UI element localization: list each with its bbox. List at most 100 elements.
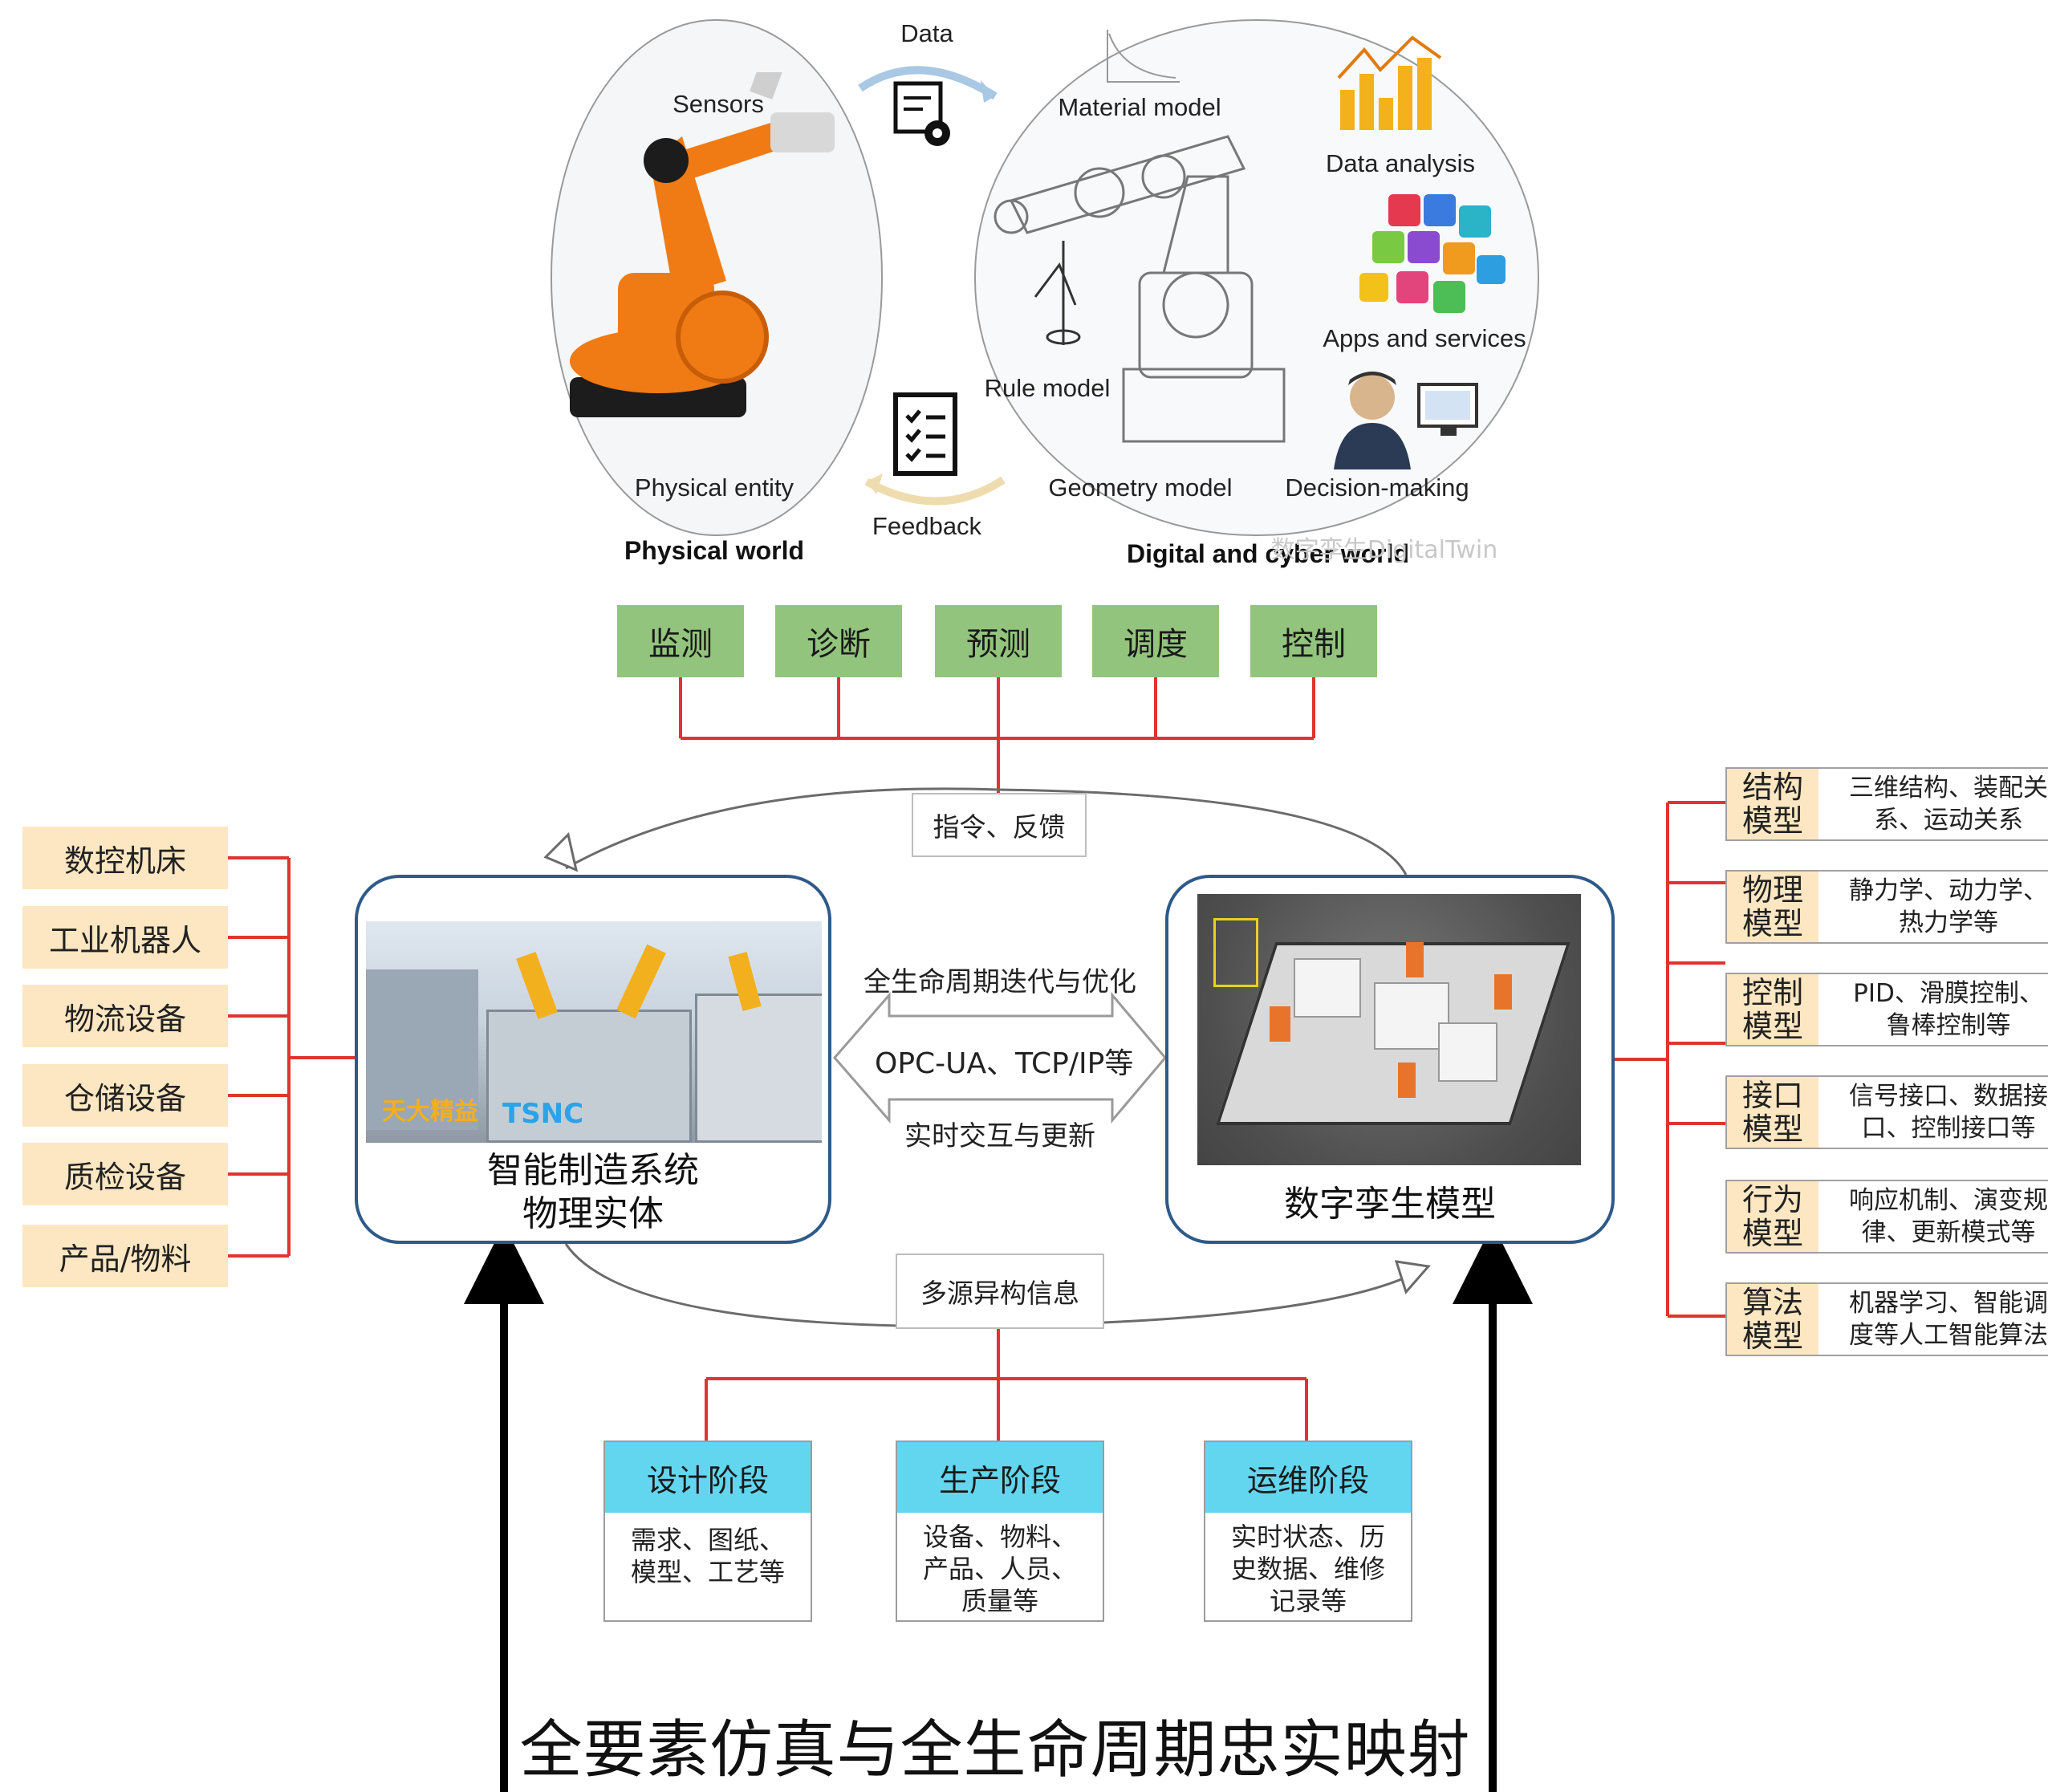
protocol-label: OPC-UA、TCP/IP等 <box>875 1047 1134 1080</box>
model-name-line: 模型 <box>1741 803 1803 839</box>
model-desc-line: 热力学等 <box>1899 908 1998 937</box>
model-control: 控制模型 PID、滑膜控制、鲁棒控制等 <box>1725 973 2048 1046</box>
apps-cubes-icon <box>1359 194 1506 313</box>
multisource-info-label: 多源异构信息 <box>896 1254 1104 1329</box>
function-predict: 预测 <box>935 605 1062 677</box>
model-name: 控制模型 <box>1727 974 1818 1045</box>
material-model-chart-sketch <box>1107 30 1180 83</box>
data-document-gear-icon <box>893 81 950 146</box>
production-stage-title: 生产阶段 <box>897 1442 1103 1513</box>
feedback-label: Feedback <box>872 512 982 540</box>
model-desc-line: 鲁棒控制等 <box>1886 1011 2011 1040</box>
model-name-line: 控制 <box>1741 975 1803 1010</box>
operation-stage-box: 运维阶段 实时状态、历 史数据、维修 记录等 <box>1204 1441 1412 1622</box>
data-label: Data <box>900 19 953 47</box>
realtime-interaction-label: 实时交互与更新 <box>904 1120 1095 1152</box>
operation-stage-line: 记录等 <box>1269 1586 1347 1616</box>
model-description: 信号接口、数据接口、控制接口等 <box>1828 1077 2048 1148</box>
model-description: 机器学习、智能调度等人工智能算法 <box>1828 1284 2048 1355</box>
model-name-line: 接口 <box>1741 1078 1803 1113</box>
model-algorithm: 算法模型 机器学习、智能调度等人工智能算法 <box>1725 1282 2048 1356</box>
digital-twin-render <box>1197 894 1581 1165</box>
model-name-line: 模型 <box>1741 906 1803 941</box>
production-stage-box: 生产阶段 设备、物料、 产品、人员、 质量等 <box>896 1441 1104 1622</box>
model-name: 行为模型 <box>1727 1181 1818 1252</box>
storage-rack-render <box>1213 918 1258 987</box>
design-stage-box: 设计阶段 需求、图纸、 模型、工艺等 <box>603 1441 812 1622</box>
model-description: 静力学、动力学、热力学等 <box>1828 872 2048 942</box>
wireframe-robot-illustration <box>994 135 1286 443</box>
cnc-unit-render <box>1438 1022 1497 1082</box>
production-stage-line: 产品、人员、 <box>922 1554 1077 1584</box>
cyber-world-oval <box>974 19 1539 536</box>
model-desc-line: 静力学、动力学、 <box>1849 876 2048 905</box>
model-structure: 结构模型 三维结构、装配关系、运动关系 <box>1725 767 2048 841</box>
industrial-robot-illustration <box>570 72 835 417</box>
model-name: 接口模型 <box>1727 1077 1818 1148</box>
physical-entity-title-line2: 物理实体 <box>522 1193 664 1234</box>
bottom-title: 全要素仿真与全生命周期忠实映射 <box>519 1714 1471 1786</box>
model-desc-line: 律、更新模式等 <box>1861 1218 2036 1247</box>
robot-arm <box>616 944 666 1019</box>
feedback-checklist-icon <box>893 392 957 476</box>
model-behavior: 行为模型 响应机制、演变规律、更新模式等 <box>1725 1180 2048 1254</box>
model-name-line: 模型 <box>1741 1216 1803 1251</box>
machine-cabinet <box>695 994 822 1143</box>
production-stage-detail: 设备、物料、 产品、人员、 质量等 <box>897 1513 1103 1617</box>
function-schedule: 调度 <box>1092 605 1219 677</box>
machine-cabinet <box>366 969 478 1130</box>
production-stage-line: 质量等 <box>961 1586 1038 1616</box>
cnc-unit-render <box>1374 982 1449 1050</box>
model-name-line: 模型 <box>1741 1319 1803 1354</box>
model-desc-line: 机器学习、智能调 <box>1849 1289 2048 1318</box>
model-description: 响应机制、演变规律、更新模式等 <box>1828 1181 2048 1252</box>
design-stage-line: 需求、图纸、 <box>630 1525 785 1555</box>
device-logistics: 物流设备 <box>22 985 228 1047</box>
rule-model-label: Rule model <box>984 374 1111 402</box>
data-analysis-label: Data analysis <box>1325 149 1476 177</box>
model-name-line: 物理 <box>1741 872 1803 908</box>
model-desc-line: 口、控制接口等 <box>1861 1114 2036 1143</box>
model-physics: 物理模型 静力学、动力学、热力学等 <box>1725 870 2048 944</box>
device-product-material: 产品/物料 <box>22 1225 228 1287</box>
sensors-label: Sensors <box>673 90 764 118</box>
production-line-photo: 天大精益 TSNC <box>366 921 822 1143</box>
model-name: 算法模型 <box>1727 1284 1818 1355</box>
lifecycle-iteration-label: 全生命周期迭代与优化 <box>863 966 1136 998</box>
watermark-text: 数字孪生DigitalTwin <box>1270 536 1498 564</box>
robot-render <box>1406 942 1424 977</box>
geometry-model-label: Geometry model <box>1048 473 1233 502</box>
operation-stage-line: 史数据、维修 <box>1230 1554 1385 1584</box>
model-interface: 接口模型 信号接口、数据接口、控制接口等 <box>1725 1075 2048 1149</box>
model-name-line: 行为 <box>1741 1182 1803 1217</box>
cnc-unit-render <box>1294 958 1361 1018</box>
digital-twin-title: 数字孪生模型 <box>1284 1184 1496 1225</box>
instructions-feedback-label: 指令、反馈 <box>912 793 1087 857</box>
design-stage-title: 设计阶段 <box>605 1442 811 1513</box>
decision-maker-icon <box>1334 372 1478 469</box>
physical-entity-title-line1: 智能制造系统 <box>487 1150 699 1191</box>
decision-making-label: Decision-making <box>1285 473 1469 502</box>
design-stage-detail: 需求、图纸、 模型、工艺等 <box>605 1513 811 1588</box>
model-desc-line: 三维结构、装配关 <box>1849 774 2048 803</box>
operation-stage-detail: 实时状态、历 史数据、维修 记录等 <box>1205 1513 1411 1617</box>
model-desc-line: 度等人工智能算法 <box>1849 1321 2048 1350</box>
device-quality-inspection: 质检设备 <box>22 1143 228 1205</box>
bar-chart-icon <box>1337 35 1442 130</box>
machine-cabinet <box>486 1010 692 1143</box>
operation-stage-title: 运维阶段 <box>1205 1442 1411 1513</box>
function-control: 控制 <box>1250 605 1377 677</box>
apps-services-label: Apps and services <box>1323 324 1526 352</box>
model-description: PID、滑膜控制、鲁棒控制等 <box>1828 974 2048 1045</box>
model-description: 三维结构、装配关系、运动关系 <box>1828 769 2048 839</box>
robot-render <box>1494 974 1512 1010</box>
operation-stage-line: 实时状态、历 <box>1230 1522 1385 1552</box>
model-desc-line: 响应机制、演变规 <box>1849 1186 2048 1215</box>
function-monitor: 监测 <box>617 605 744 677</box>
model-desc-line: 信号接口、数据接 <box>1849 1082 2048 1111</box>
company-logo-text: TSNC <box>502 1098 584 1130</box>
physical-world-label: Physical world <box>624 536 805 565</box>
device-cnc-machine: 数控机床 <box>22 827 228 889</box>
model-desc-line: 系、运动关系 <box>1874 806 2023 835</box>
